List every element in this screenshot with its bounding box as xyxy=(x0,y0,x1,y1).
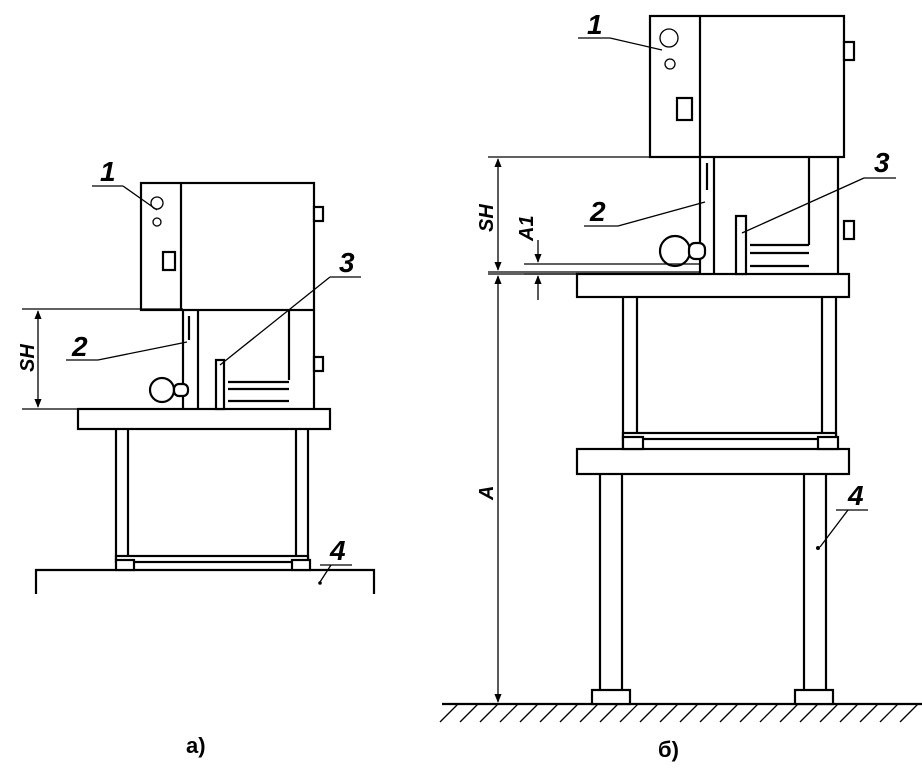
table-top-b xyxy=(575,272,851,299)
support-stand-b xyxy=(590,474,835,706)
callout-label: 3 xyxy=(339,247,355,278)
callout-label: 2 xyxy=(71,331,88,362)
dimension-label-sh: SH xyxy=(476,204,498,232)
callouts-a: 1 2 3 4 xyxy=(66,156,361,585)
floor-hatching xyxy=(439,703,919,723)
callout-label: 4 xyxy=(329,535,346,566)
dimension-label-a: A xyxy=(476,486,498,501)
dimension-sh-b: SH xyxy=(476,156,700,273)
saw-a xyxy=(139,181,325,411)
saw-b xyxy=(648,14,856,276)
stand-a xyxy=(114,428,312,572)
callouts-b: 1 2 3 4 xyxy=(578,9,896,550)
floor-b xyxy=(439,702,922,723)
figure-b: SH A1 A 1 2 3 xyxy=(439,9,922,762)
callout-label: 3 xyxy=(874,147,890,178)
caption-b: б) xyxy=(658,737,679,762)
support-base-a xyxy=(34,568,376,594)
dimension-label-sh: SH xyxy=(17,344,39,372)
callout-label: 2 xyxy=(589,196,606,227)
dimension-sh-a: SH xyxy=(17,308,183,410)
figure-a: SH 1 2 3 4 а) xyxy=(17,156,376,758)
support-platform-b xyxy=(575,447,851,476)
callout-label: 4 xyxy=(847,480,864,511)
callout-label: 1 xyxy=(587,9,603,40)
stand-b xyxy=(621,297,840,451)
caption-a: а) xyxy=(186,733,206,758)
callout-label: 1 xyxy=(100,156,116,187)
dimension-a-b: A xyxy=(476,273,577,703)
table-top-a xyxy=(76,407,332,431)
dimension-label-a1: A1 xyxy=(516,215,538,242)
